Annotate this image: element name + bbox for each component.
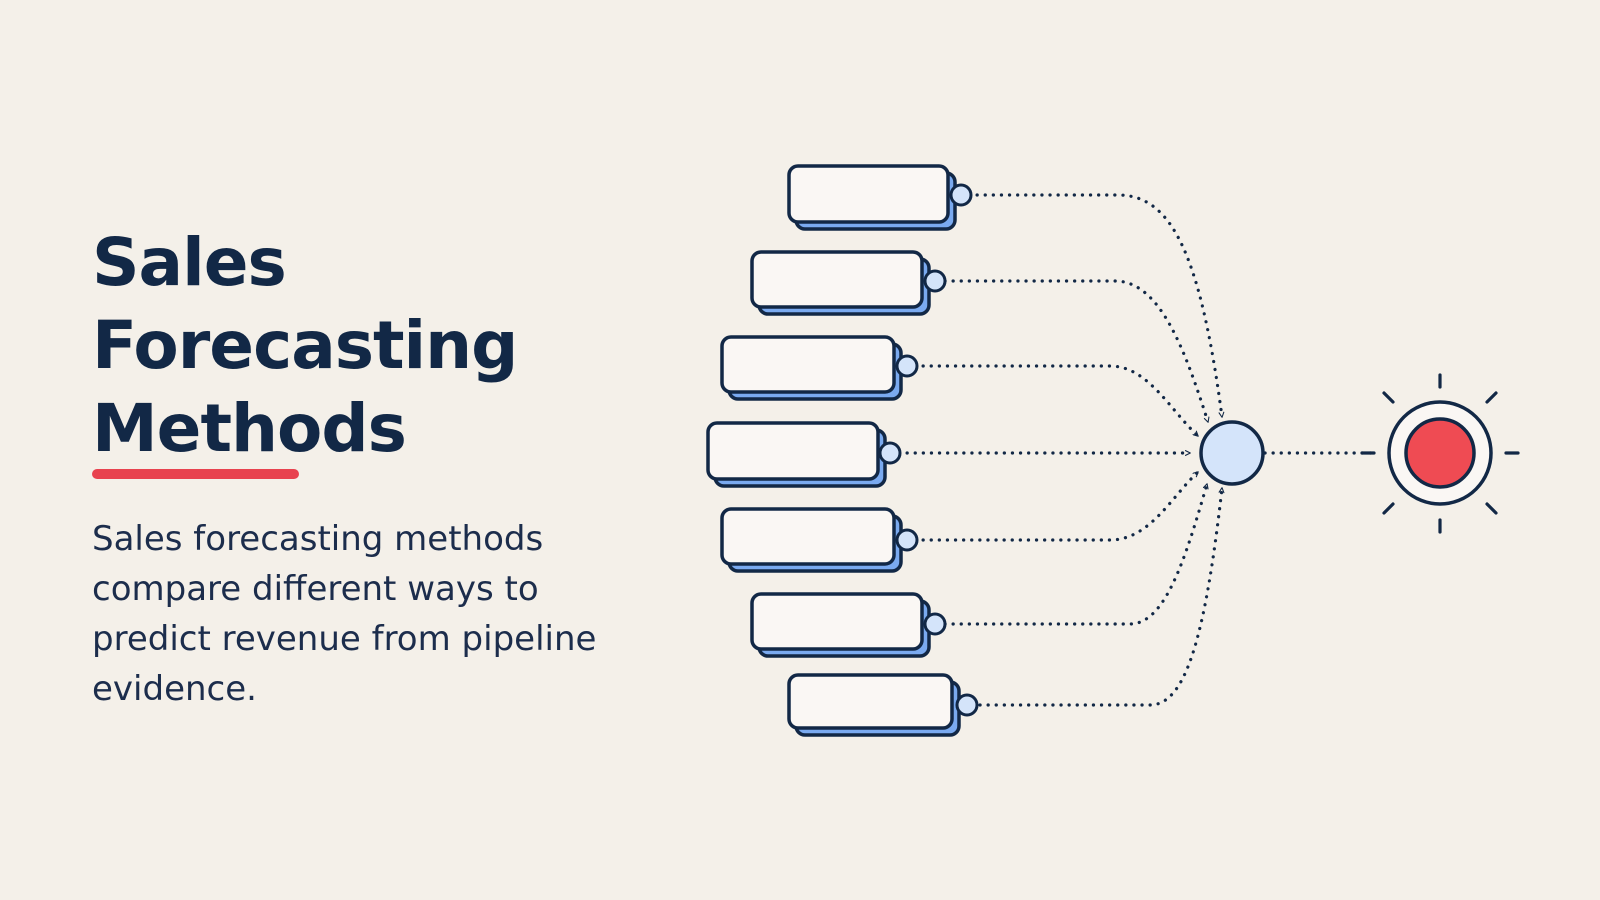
connector-2: [943, 279, 1210, 424]
description-line-4: evidence.: [92, 669, 257, 709]
target-icon: [1360, 373, 1520, 534]
connector-port-icon: [949, 183, 973, 207]
description-line-3: predict revenue from pipeline: [92, 619, 597, 659]
page-title: Sales Forecasting Methods: [92, 221, 652, 470]
hub-node: [1199, 420, 1265, 486]
method-box-5: [720, 507, 919, 573]
method-box-7: [787, 673, 979, 737]
method-box-1: [787, 164, 973, 231]
connector-port-icon: [895, 528, 919, 552]
connector-port-icon: [923, 612, 947, 636]
method-box-4: [706, 421, 902, 488]
connector-3: [913, 364, 1200, 438]
connector-port-icon: [955, 693, 979, 717]
method-box-3: [720, 335, 919, 401]
title-underline: [92, 469, 299, 479]
title-line-3: Methods: [92, 390, 407, 467]
description-line-1: Sales forecasting methods: [92, 519, 544, 559]
title-line-1: Sales: [92, 224, 287, 301]
connector-5: [913, 470, 1200, 542]
connector-1: [967, 193, 1225, 419]
connector-port-icon: [895, 354, 919, 378]
connector-7: [978, 486, 1225, 707]
connectors: [897, 193, 1380, 707]
method-box-2: [750, 250, 947, 316]
description: Sales forecasting methods compare differ…: [92, 514, 652, 714]
connector-port-icon: [923, 269, 947, 293]
method-box-6: [750, 592, 947, 658]
connector-port-icon: [878, 441, 902, 465]
description-line-2: compare different ways to: [92, 569, 539, 609]
title-line-2: Forecasting: [92, 307, 518, 384]
connector-6: [943, 482, 1209, 626]
